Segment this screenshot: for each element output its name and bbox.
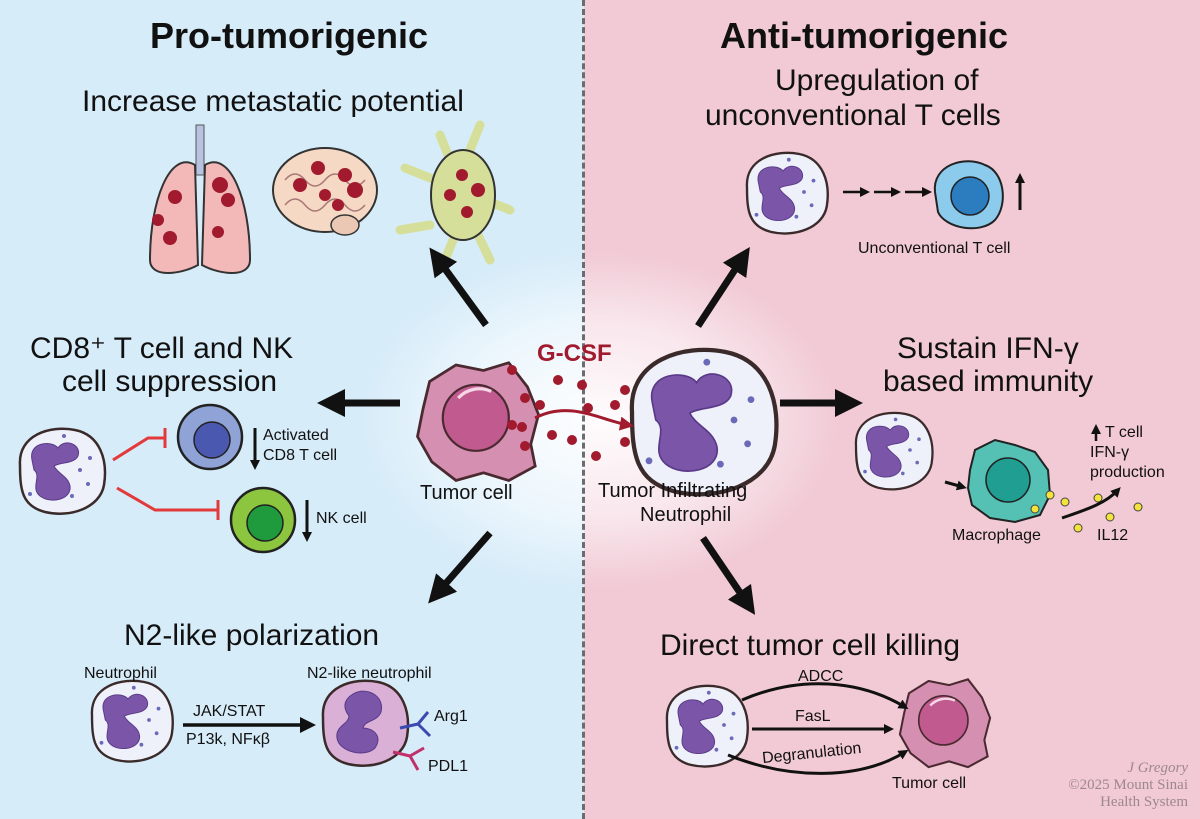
metastasis-heading: Increase metastatic potential [82,85,464,118]
killing-heading: Direct tumor cell killing [660,629,961,662]
inhibit-line-cd8 [112,436,165,462]
unconventional-heading-line2: unconventional T cells [705,99,1001,132]
credit: J Gregory ©2025 Mount Sinai Health Syste… [1068,760,1188,811]
lungs-icon [148,124,252,274]
nk-label: NK cell [316,510,367,527]
il12-label: IL12 [1097,527,1129,544]
suppression-heading-line1: CD8⁺ T cell and NK [30,332,294,365]
ifn-heading-line1: Sustain IFN-γ [897,332,1079,365]
pathway-top-label: JAK/STAT [193,703,266,720]
adcc-arrow [741,682,909,710]
g-csf-dots [507,365,630,461]
suppression-heading-line2: cell suppression [62,365,278,398]
arrow-to-unconventional [695,246,750,328]
pathway-bottom-label: P13k, NFκβ [186,731,270,748]
macrophage-icon [966,438,1052,524]
credit-author: J Gregory [1127,760,1188,776]
arg1-label: Arg1 [434,708,468,725]
tin-label-line2: Neutrophil [640,504,732,526]
pdl1-label: PDL1 [428,758,469,775]
ifn-outcome-line2: IFN-γ [1090,444,1130,461]
il12-dots [1030,490,1143,533]
fasl-label: FasL [795,708,831,725]
ifn-outcome-line1: T cell [1105,424,1143,441]
anti-tumorigenic-title: Anti-tumorigenic [720,15,1008,56]
tin-label-line1: Tumor Infiltrating [598,480,748,502]
g-csf-label: G-CSF [537,340,612,367]
cd8-t-cell-icon [176,403,244,471]
arg1-receptor-icon [399,711,432,738]
neutrophil-icon-unconventional [745,151,829,235]
suppressing-neutrophil [18,427,107,515]
neutrophil-label: Neutrophil [84,665,157,682]
unconventional-t-cell-icon [933,160,1004,230]
polarization-heading: N2-like polarization [124,619,380,652]
n2-neutrophil-icon [321,679,410,767]
killing-tumor-cell-label: Tumor cell [892,775,967,792]
degranulation-arrow [727,749,909,775]
cd8-label-line2: CD8 T cell [263,447,338,464]
pro-tumorigenic-title: Pro-tumorigenic [150,15,429,56]
n2-neutrophil-label: N2-like neutrophil [307,665,432,682]
macrophage-label: Macrophage [952,527,1041,544]
nk-cell-icon [229,486,297,554]
credit-org: Health System [1100,794,1188,810]
brain-icon [272,147,378,236]
arrow-to-killing [700,536,756,615]
tumor-cell-label: Tumor cell [420,482,513,504]
cd8-label-line1: Activated [263,427,329,444]
killing-neutrophil-icon [665,684,749,768]
neutrophil-icon [90,679,174,763]
adcc-label: ADCC [798,668,844,685]
arrow-to-polarization [428,530,493,604]
unconventional-t-cell-label: Unconventional T cell [858,240,1011,257]
g-csf-arrow [534,409,634,431]
il12-arrow [1061,487,1121,520]
arrow-to-metastasis [429,247,489,328]
tumor-infiltrating-neutrophil [632,350,777,494]
pdl1-receptor-icon [392,746,425,771]
tumor-cell-center [415,361,541,483]
target-tumor-cell-icon [898,678,992,769]
ifn-outcome-line3: production [1090,464,1165,481]
lymph-node-icon [395,120,515,265]
unconventional-heading-line1: Upregulation of [775,64,979,97]
inhibit-line-nk [116,486,218,512]
credit-copyright: ©2025 Mount Sinai [1068,777,1188,793]
neutrophil-icon-ifn [854,411,934,491]
ifn-heading-line2: based immunity [883,365,1094,398]
